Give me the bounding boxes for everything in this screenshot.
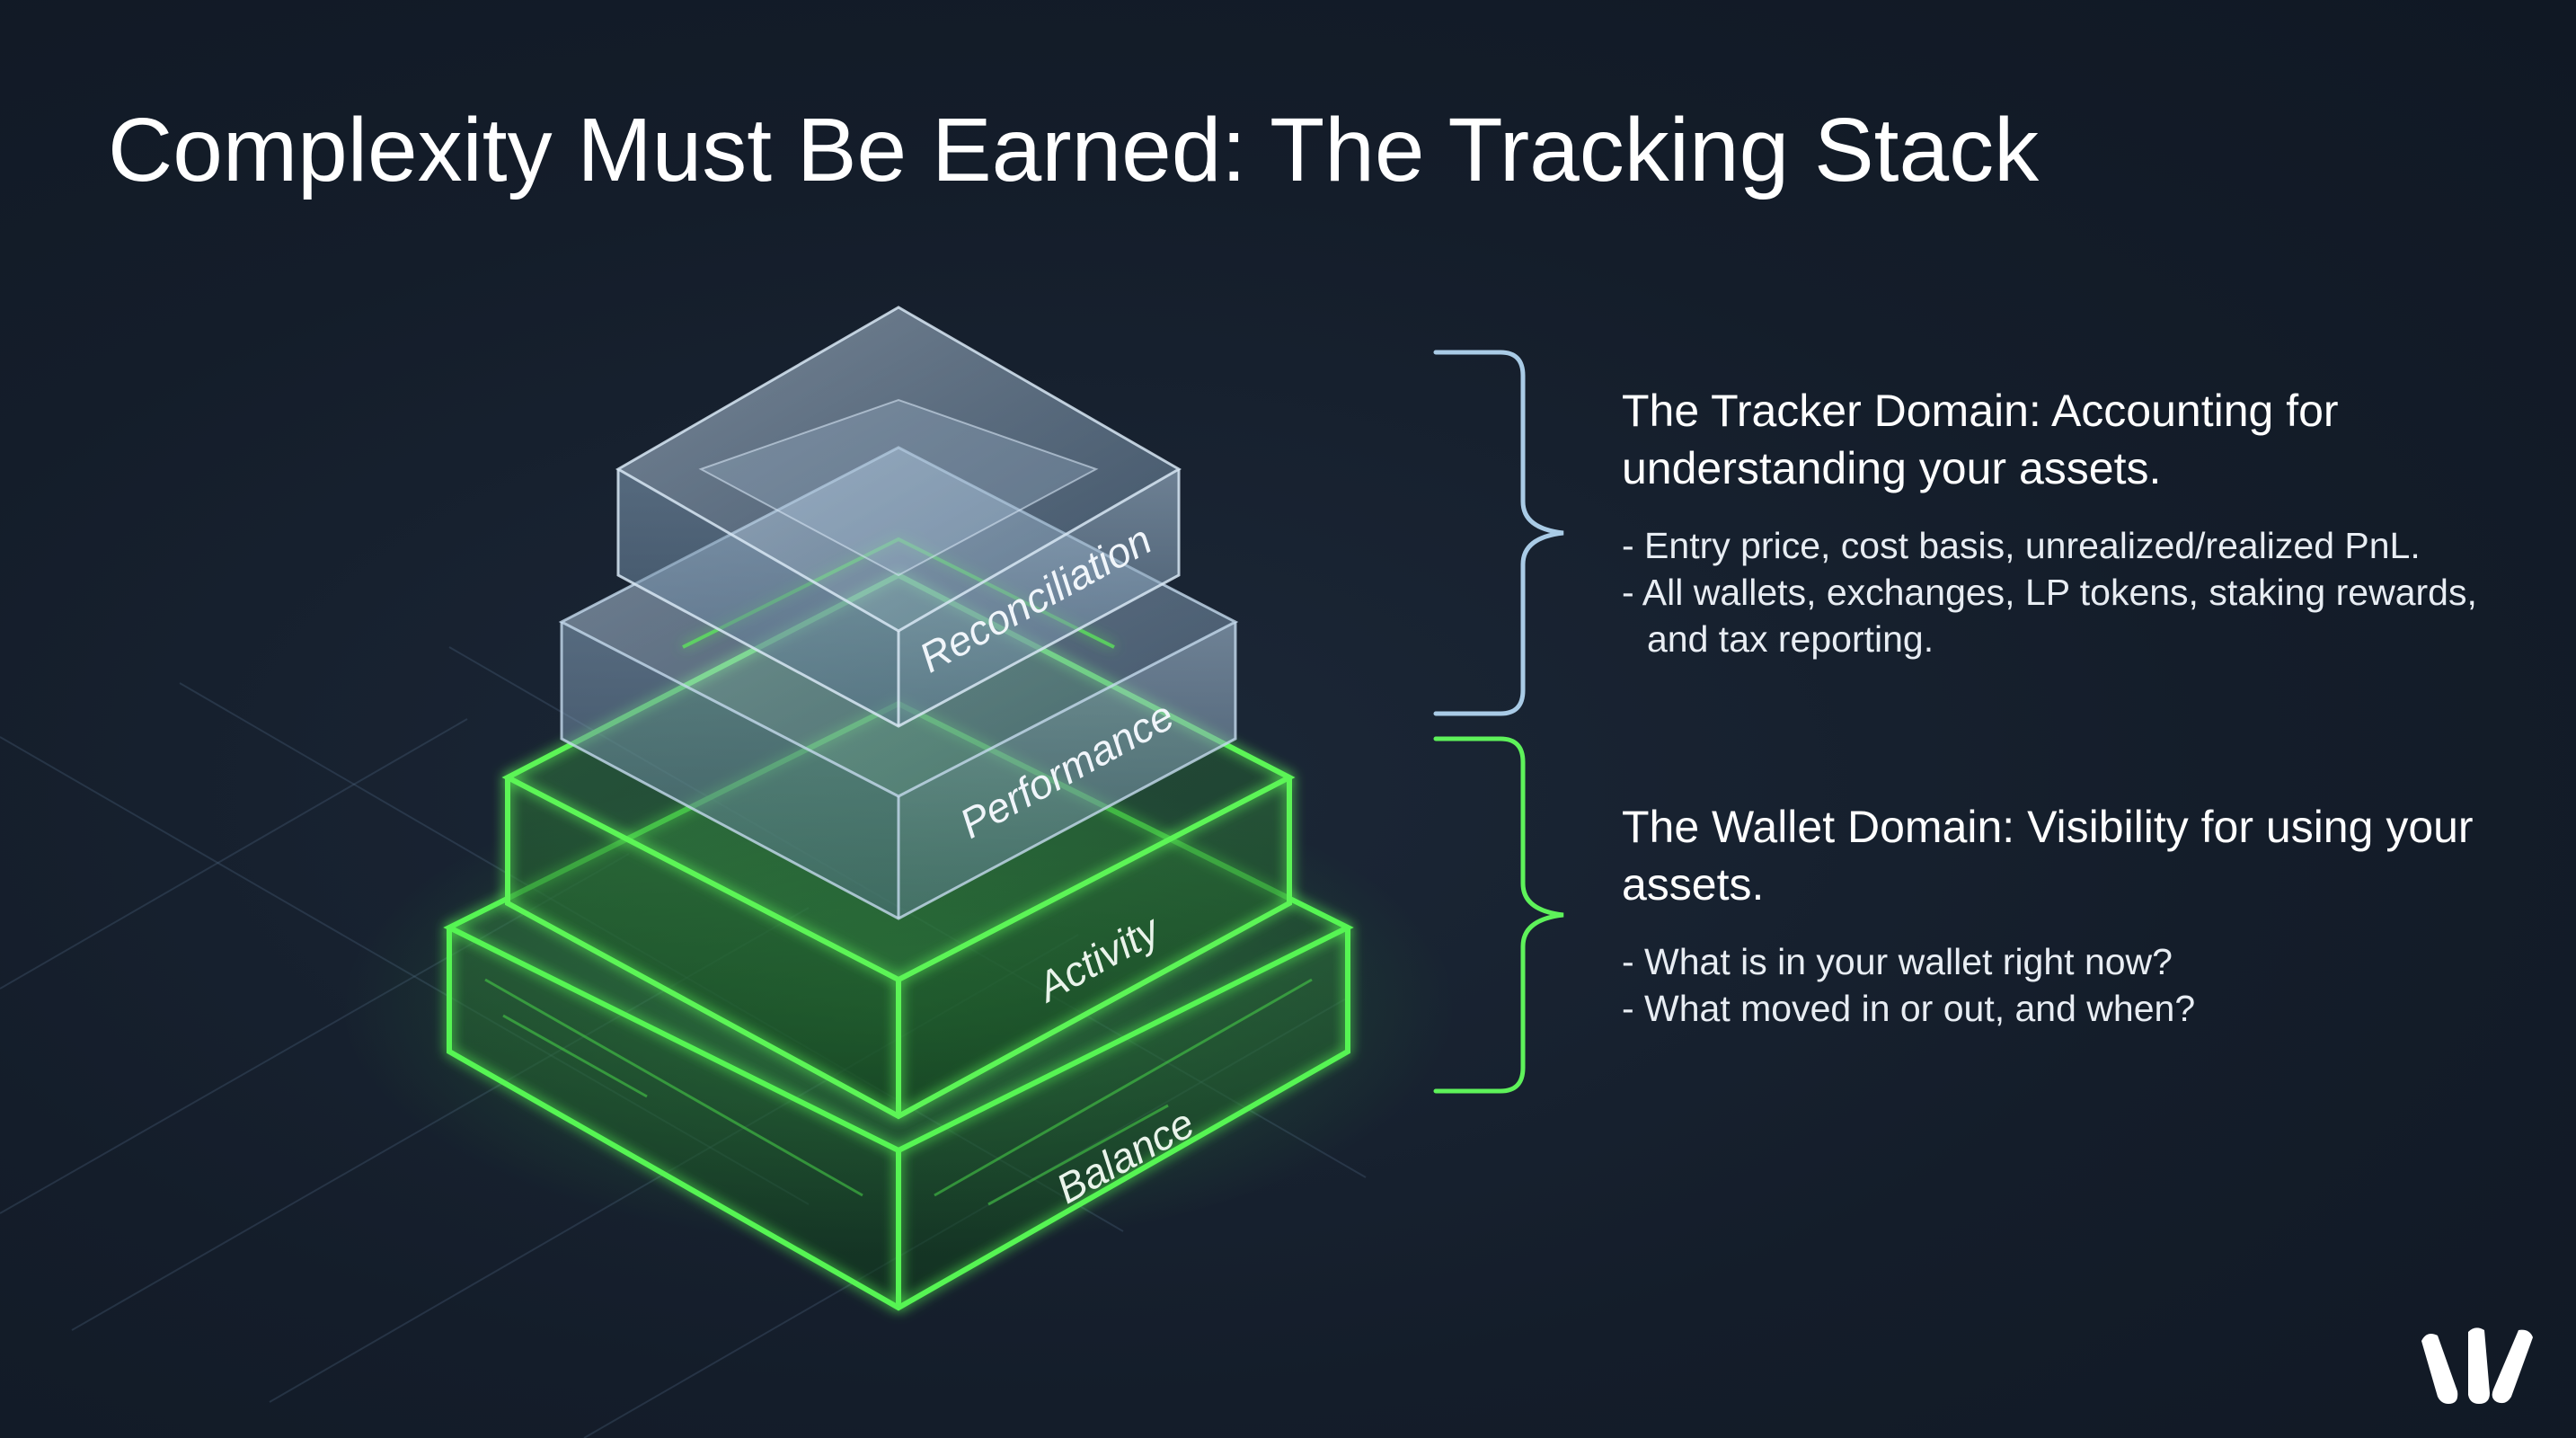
wallet-domain-list: What is in your wallet right now? What m… (1622, 938, 2520, 1032)
list-item: What is in your wallet right now? (1622, 938, 2520, 985)
brand-logo-icon (2421, 1327, 2533, 1404)
wallet-brace (1433, 736, 1564, 1094)
wallet-domain-block: The Wallet Domain: Visibility for using … (1622, 798, 2520, 1032)
tracking-stack-diagram: Balance Activity Performance (0, 306, 1456, 1438)
layer-reconciliation: Reconciliation (615, 306, 1182, 728)
wallet-domain-heading: The Wallet Domain: Visibility for using … (1622, 802, 2474, 910)
tracker-domain-list: Entry price, cost basis, unrealized/real… (1622, 522, 2520, 662)
page-title: Complexity Must Be Earned: The Tracking … (108, 100, 2040, 200)
list-item: What moved in or out, and when? (1622, 985, 2520, 1032)
list-item: Entry price, cost basis, unrealized/real… (1622, 522, 2520, 569)
tracker-domain-heading: The Tracker Domain: Accounting for under… (1622, 386, 2339, 493)
tracker-brace (1433, 350, 1564, 716)
tracker-domain-block: The Tracker Domain: Accounting for under… (1622, 382, 2520, 662)
list-item: All wallets, exchanges, LP tokens, staki… (1622, 569, 2520, 662)
